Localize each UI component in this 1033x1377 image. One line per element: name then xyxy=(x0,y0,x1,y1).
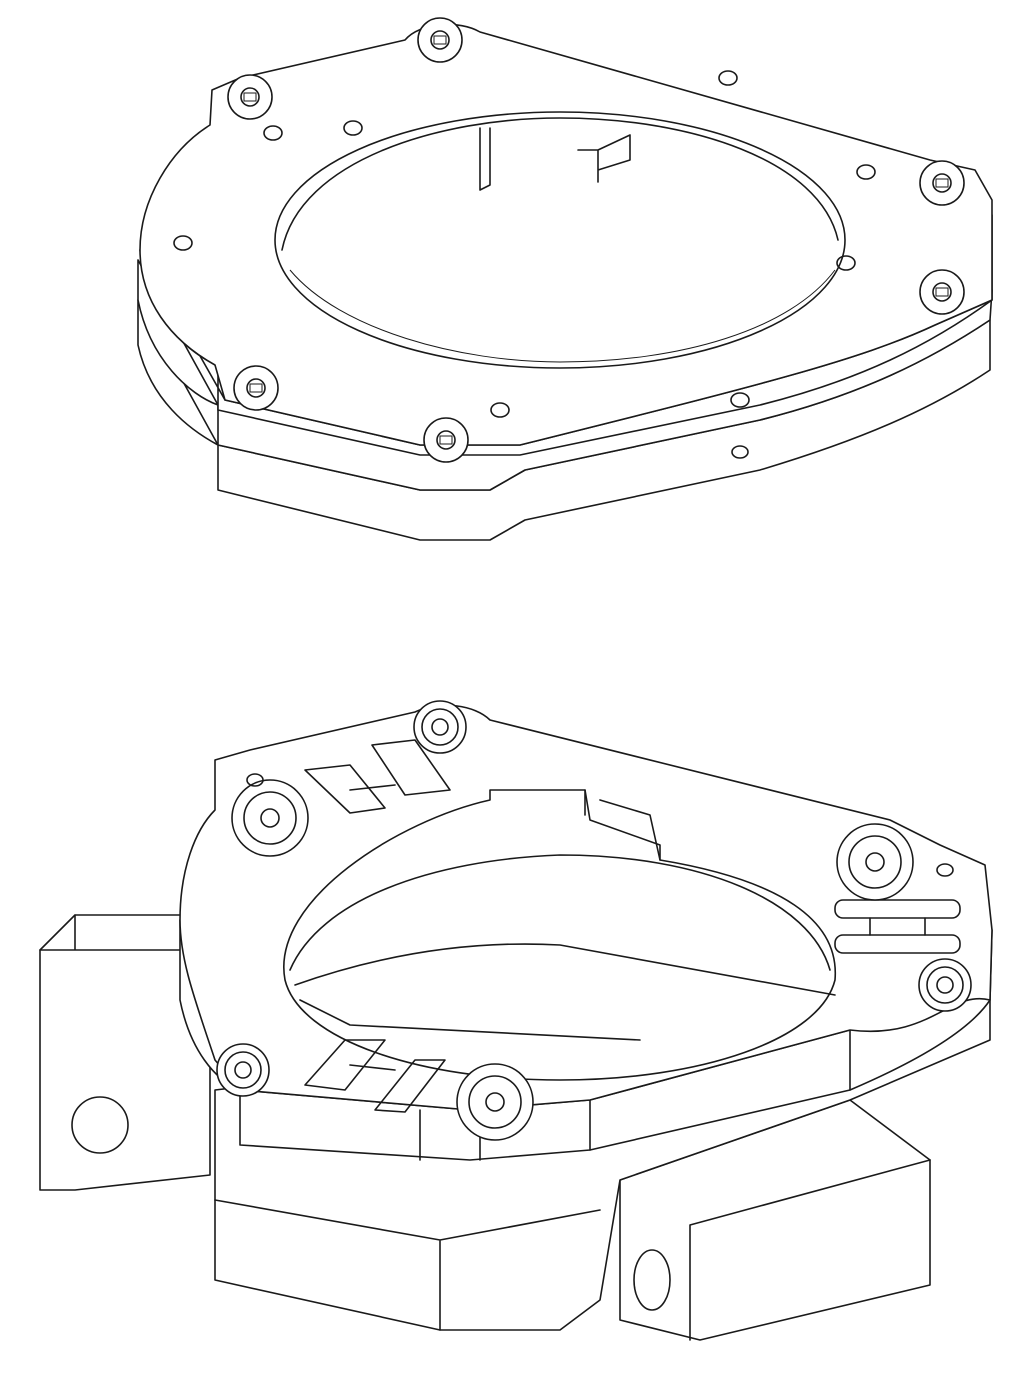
bracket-hole xyxy=(633,1249,671,1311)
stacked-ring-plates xyxy=(137,17,993,541)
socket-screw xyxy=(918,958,972,1012)
keyway xyxy=(584,789,661,861)
ring-opening xyxy=(274,111,846,369)
socket-screw xyxy=(231,779,309,857)
keyway-right xyxy=(577,134,631,183)
bracket-hole xyxy=(71,1096,129,1154)
socket-screw xyxy=(919,160,965,206)
h-slot-bottom xyxy=(304,1039,446,1113)
socket-screw xyxy=(836,823,914,901)
mounting-hole xyxy=(173,235,193,251)
socket-screw xyxy=(417,17,463,63)
mounting-hole xyxy=(718,70,738,86)
ring-plate-with-mounting-base xyxy=(39,700,993,1341)
socket-screw xyxy=(413,700,467,754)
socket-screw xyxy=(216,1043,270,1097)
right-bracket-edge xyxy=(689,1159,931,1341)
mounting-hole xyxy=(263,125,283,141)
opening-inner-wall xyxy=(281,117,839,251)
mounting-hole xyxy=(490,402,510,418)
ring-opening xyxy=(283,789,836,1081)
socket-screw xyxy=(227,74,273,120)
h-slot-right xyxy=(834,899,961,954)
mounting-hole xyxy=(936,863,954,877)
mounting-hole xyxy=(836,255,856,271)
mounting-hole xyxy=(343,120,363,136)
socket-screw xyxy=(423,417,469,463)
base-edges xyxy=(214,1199,601,1331)
opening-lower-edge xyxy=(289,269,836,363)
opening-floor-edge xyxy=(294,943,836,1041)
mounting-hole xyxy=(246,773,264,787)
h-slot-top xyxy=(304,739,451,814)
socket-screw xyxy=(233,365,279,411)
opening-inner-wall xyxy=(289,854,831,971)
mounting-hole xyxy=(856,164,876,180)
keyway-left xyxy=(479,127,491,191)
socket-screw xyxy=(456,1063,534,1141)
socket-screw xyxy=(919,269,965,315)
mounting-hole xyxy=(731,445,749,459)
mounting-hole xyxy=(730,392,750,408)
